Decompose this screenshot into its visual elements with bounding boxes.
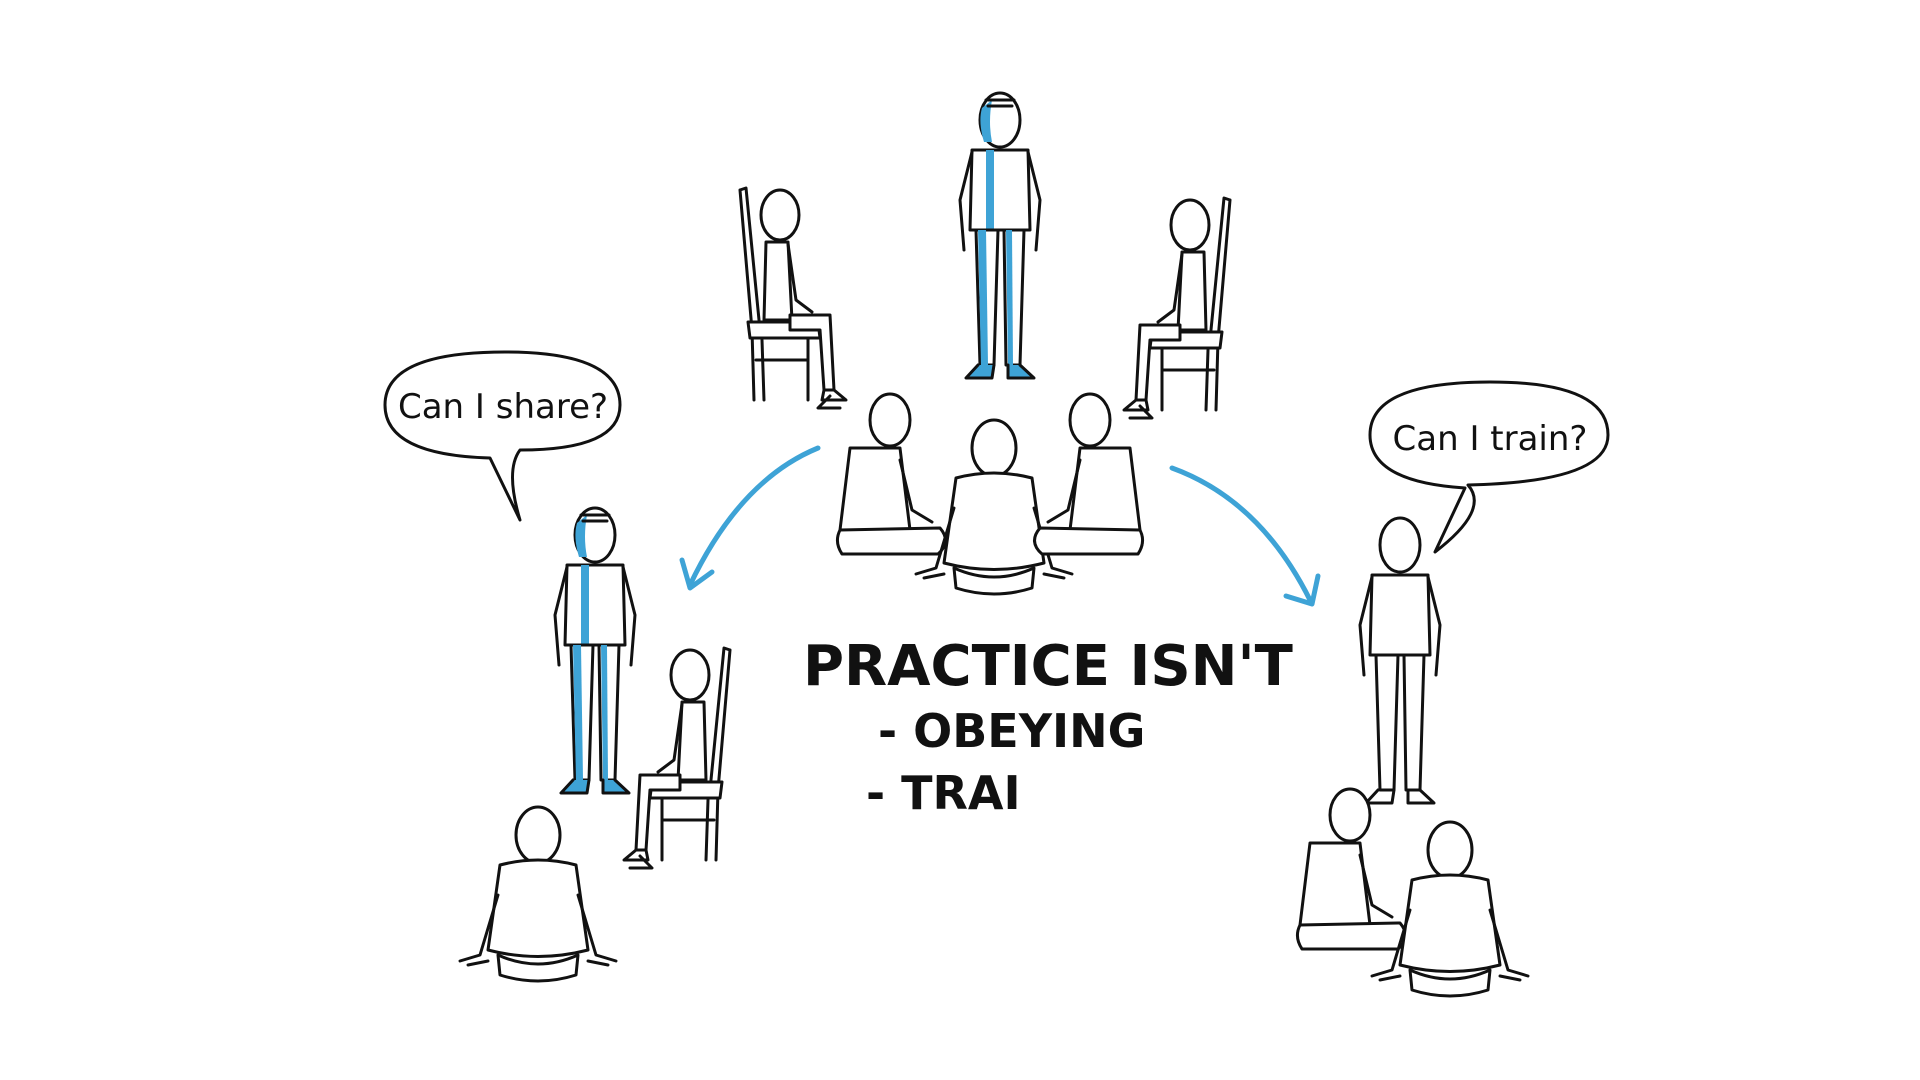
left-speech-text: Can I share? xyxy=(398,387,608,427)
right-floor-sitter-back xyxy=(1370,820,1530,998)
right-arrow xyxy=(1169,465,1321,607)
top-floor-sitter-center xyxy=(914,418,1074,596)
left-chair-sitter xyxy=(622,646,732,870)
top-left-chair-sitter xyxy=(738,186,848,410)
left-standing-figure xyxy=(553,506,637,795)
right-floor-sitter-side xyxy=(1295,787,1408,951)
right-speech-text: Can I train? xyxy=(1393,419,1588,459)
left-arrow xyxy=(679,445,821,591)
top-floor-sitter-right xyxy=(1032,392,1145,556)
top-floor-sitter-left xyxy=(835,392,948,556)
top-right-chair-sitter xyxy=(1122,196,1232,420)
left-speech-bubble: Can I share? xyxy=(383,350,622,522)
left-floor-sitter xyxy=(458,805,618,983)
right-standing-figure xyxy=(1358,516,1442,805)
headline-item-2: - TRAI xyxy=(866,766,1021,820)
headline-title: PRACTICE ISN'T xyxy=(803,634,1293,699)
right-speech-bubble: Can I train? xyxy=(1368,380,1610,554)
headline-item-1: - OBEYING xyxy=(878,704,1145,758)
top-standing-figure xyxy=(958,91,1042,380)
